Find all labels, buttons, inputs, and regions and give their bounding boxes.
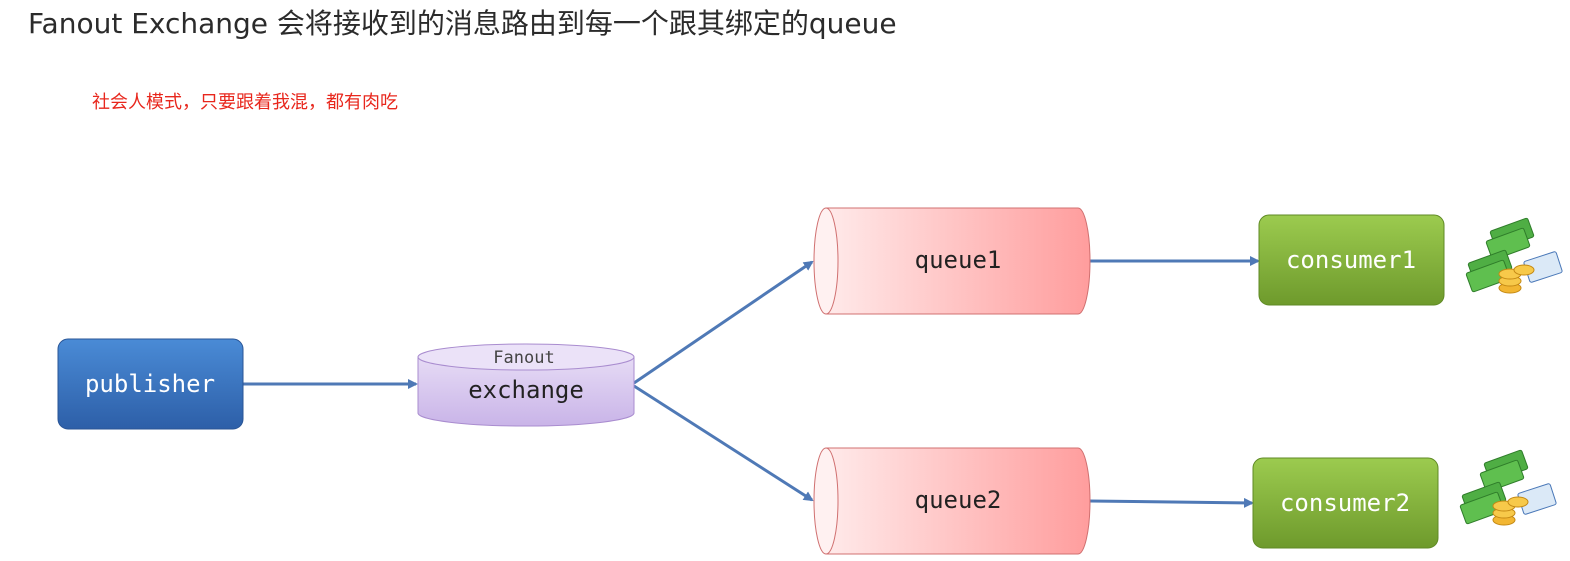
queue2-node: queue2	[813, 447, 1091, 555]
arrows	[243, 256, 1260, 508]
page-subtitle: 社会人模式，只要跟着我混，都有肉吃	[92, 92, 398, 113]
consumer1-label: consumer1	[1286, 246, 1416, 274]
consumer2-label: consumer2	[1280, 489, 1410, 517]
money-icon	[1459, 449, 1557, 526]
arrow-queue2-consumer2	[1089, 497, 1254, 508]
consumer2-node: consumer2	[1252, 457, 1439, 549]
queue1-node: queue1	[813, 207, 1091, 315]
money-icon	[1465, 217, 1563, 294]
queue2-label: queue2	[915, 486, 1002, 514]
page-title: Fanout Exchange 会将接收到的消息路由到每一个跟其绑定的queue	[28, 7, 897, 40]
arrow-exchange-queue2	[633, 384, 814, 502]
exchange-label: exchange	[468, 376, 584, 404]
exchange-node: Fanout exchange	[417, 343, 635, 427]
publisher-label: publisher	[85, 370, 215, 398]
consumer1-node: consumer1	[1258, 214, 1445, 306]
queue1-label: queue1	[915, 246, 1002, 274]
arrow-exchange-queue1	[633, 260, 814, 385]
exchange-type-label: Fanout	[493, 348, 554, 368]
publisher-node: publisher	[57, 338, 244, 430]
